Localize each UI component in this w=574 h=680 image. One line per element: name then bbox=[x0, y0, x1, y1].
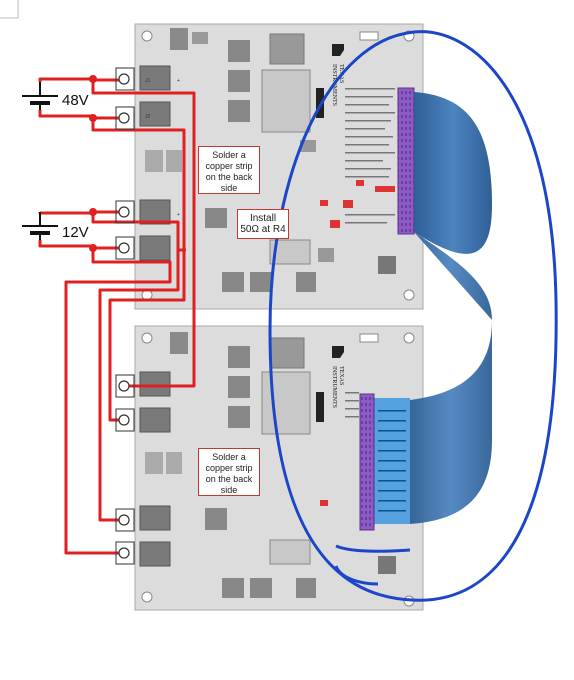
svg-text:J2: J2 bbox=[145, 114, 151, 120]
ribbon-cable-lower bbox=[410, 232, 492, 524]
supply-48v-label: 48V bbox=[62, 92, 89, 109]
bottom-board: TEXAS INSTRUMENTS bbox=[134, 325, 424, 611]
callout-bottom-solder: Solder a copper strip on the back side bbox=[198, 448, 260, 496]
wire-junctions bbox=[89, 75, 97, 252]
svg-text:INSTRUMENTS: INSTRUMENTS bbox=[331, 366, 337, 408]
svg-text:+: + bbox=[177, 78, 180, 84]
corner-mark bbox=[0, 0, 19, 19]
callout-install-resistor: Install 50Ω at R4 bbox=[237, 209, 289, 239]
ti-logo-icon bbox=[332, 44, 344, 56]
ti-logo-icon-bottom bbox=[332, 346, 344, 358]
svg-text:J1: J1 bbox=[145, 78, 151, 84]
top-ribbon-header bbox=[397, 87, 415, 235]
svg-text:TEXAS: TEXAS bbox=[338, 366, 344, 385]
annotation-loop bbox=[268, 30, 558, 602]
terminal-blocks bbox=[115, 67, 135, 565]
bottom-ribbon-header bbox=[359, 393, 375, 531]
svg-text:+: + bbox=[177, 212, 180, 218]
supply-12v-label: 12V bbox=[62, 224, 89, 241]
callout-top-solder: Solder a copper strip on the back side bbox=[198, 146, 260, 194]
ribbon-cable-upper bbox=[414, 92, 492, 254]
battery-48v-icon bbox=[22, 82, 58, 110]
power-wiring bbox=[38, 77, 196, 555]
terminal-screws bbox=[118, 73, 130, 559]
battery-12v-icon bbox=[22, 212, 58, 240]
